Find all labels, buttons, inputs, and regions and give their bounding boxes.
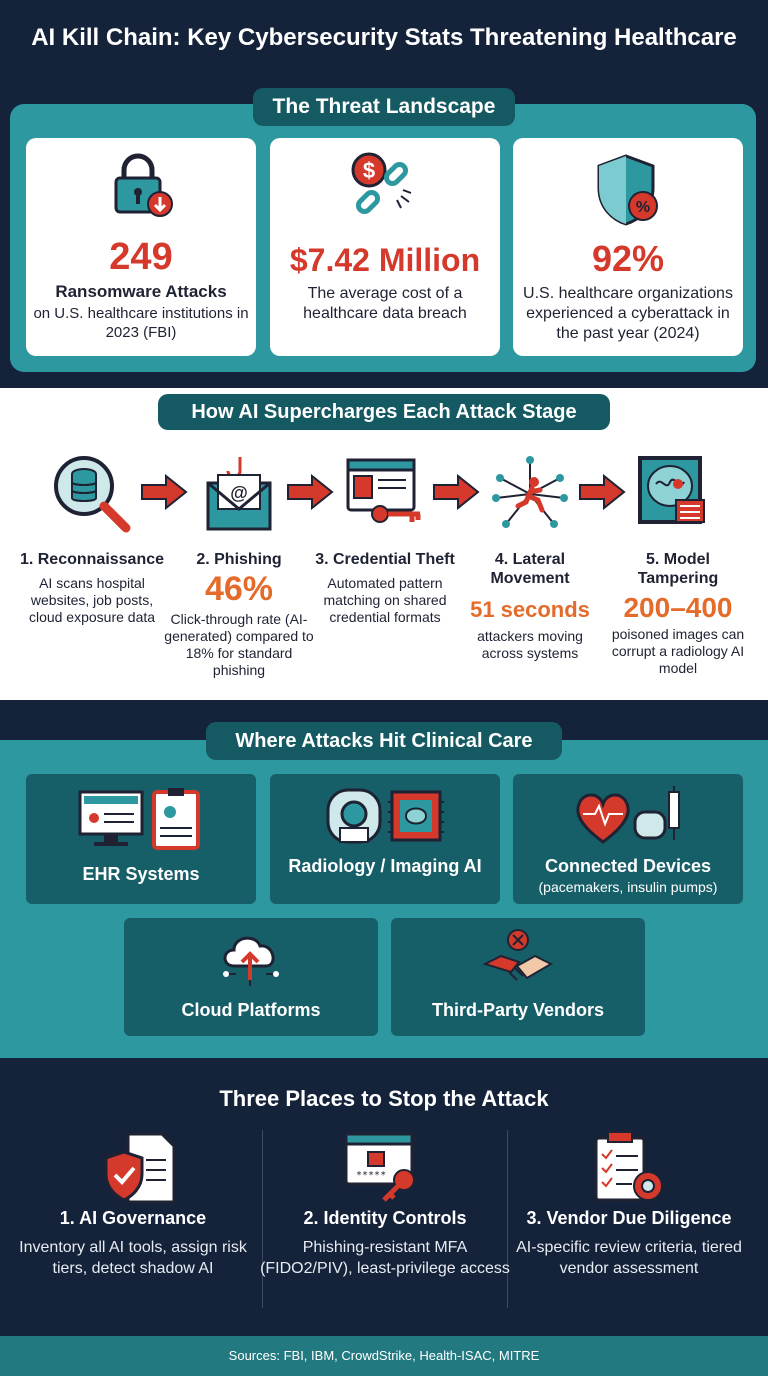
cloud-upload-icon — [223, 936, 279, 986]
stop-item-governance: 1. AI Governance Inventory all AI tools,… — [8, 1128, 258, 1279]
divider — [262, 1130, 263, 1308]
stat-card-attack-rate: % 92% U.S. healthcare organizations expe… — [513, 138, 743, 356]
stop-item-identity: 2. Identity Controls Phishing-resistant … — [260, 1128, 510, 1279]
stat-value: 92% — [591, 238, 665, 279]
stage-desc: Click-through rate (AI-generated) compar… — [164, 611, 314, 678]
stage-title: 3. Credential Theft — [315, 551, 455, 568]
stat-label: Ransomware Attacks — [55, 282, 227, 301]
clinical-label: Connected Devices — [544, 856, 712, 876]
magnifier-database-icon — [54, 456, 131, 533]
stat-value: 249 — [109, 236, 173, 278]
stage-desc: poisoned images can corrupt a radiology … — [611, 626, 745, 676]
stage-value: 46% — [204, 570, 274, 608]
clinical-card-devices: Connected Devices (pacemakers, insulin p… — [513, 774, 743, 904]
clinical-label: Third-Party Vendors — [431, 1000, 605, 1020]
clinical-care-heading: Where Attacks Hit Clinical Care — [206, 722, 562, 760]
brain-scan-icon — [638, 456, 705, 524]
stage-value: 51 seconds — [470, 597, 590, 622]
threat-landscape-heading: The Threat Landscape — [253, 88, 515, 126]
clinical-card-cloud: Cloud Platforms — [124, 918, 378, 1036]
sources-footer: Sources: FBI, IBM, CrowdStrike, Health-I… — [0, 1336, 768, 1376]
arrow-right-icon — [433, 474, 480, 510]
stat-card-ransomware: 249 Ransomware Attacks on U.S. healthcar… — [26, 138, 256, 356]
arrow-right-icon — [141, 474, 188, 510]
clinical-sub: (pacemakers, insulin pumps) — [538, 879, 718, 895]
lock-icon — [114, 153, 173, 217]
envelope-hook-icon: @ — [206, 457, 272, 531]
stage-credential-theft: 3. Credential Theft Automated pattern ma… — [310, 550, 460, 626]
svg-text:%: % — [636, 199, 650, 216]
header: AI Kill Chain: Key Cybersecurity Stats T… — [0, 0, 768, 84]
stop-title: 3. Vendor Due Diligence — [526, 1208, 732, 1228]
clinical-label: Cloud Platforms — [181, 1000, 321, 1020]
monitor-record-icon — [78, 788, 200, 850]
clinical-card-vendors: Third-Party Vendors — [391, 918, 645, 1036]
stop-desc: Phishing-resistant MFA (FIDO2/PIV), leas… — [260, 1239, 510, 1277]
stage-lateral-movement: 4. Lateral Movement 51 seconds attackers… — [455, 550, 605, 662]
svg-text:$: $ — [363, 158, 375, 183]
arrow-right-icon — [579, 474, 626, 510]
stage-title: 4. Lateral Movement — [490, 551, 570, 587]
id-card-key-icon — [346, 458, 421, 523]
broken-chain-icon: $ — [351, 152, 412, 215]
shield-percent-icon: % — [597, 154, 658, 226]
stage-desc: attackers moving across systems — [477, 628, 583, 661]
clinical-label: Radiology / Imaging AI — [288, 856, 482, 876]
clinical-card-ehr: EHR Systems — [26, 774, 256, 904]
stage-phishing: 2. Phishing 46% Click-through rate (AI-g… — [164, 550, 314, 679]
scanner-chip-icon — [326, 788, 444, 844]
stat-value: $7.42 Million — [289, 242, 481, 278]
running-network-icon — [492, 456, 568, 528]
checklist-gear-icon — [594, 1131, 663, 1202]
stage-title: 5. Model Tampering — [637, 551, 719, 587]
shield-document-icon — [104, 1132, 176, 1204]
svg-text:@: @ — [230, 483, 248, 503]
stage-reconnaissance: 1. Reconnaissance AI scans hospital webs… — [17, 550, 167, 626]
attack-stages-heading: How AI Supercharges Each Attack Stage — [158, 394, 610, 430]
svg-text:*****: ***** — [356, 1170, 386, 1181]
stage-model-tampering: 5. Model Tampering 200–400 poisoned imag… — [606, 550, 750, 677]
stat-card-breach-cost: $ $7.42 Million The average cost of a he… — [270, 138, 500, 356]
clinical-label: EHR Systems — [82, 864, 200, 884]
heart-pump-icon — [576, 786, 680, 844]
attack-stages-panel — [0, 388, 768, 700]
stage-title: 1. Reconnaissance — [19, 551, 165, 568]
stat-text: on U.S. healthcare institutions in 2023 … — [33, 305, 249, 341]
stage-desc: AI scans hospital websites, job posts, c… — [28, 575, 156, 625]
handshake-icon — [482, 929, 554, 981]
page-title: AI Kill Chain: Key Cybersecurity Stats T… — [31, 24, 737, 51]
login-key-icon: ***** — [344, 1132, 415, 1202]
stage-desc: Automated pattern matching on shared cre… — [323, 575, 447, 625]
stage-value: 200–400 — [623, 592, 733, 623]
clinical-card-radiology: Radiology / Imaging AI — [270, 774, 500, 904]
stop-title: 2. Identity Controls — [303, 1208, 467, 1228]
stop-desc: AI-specific review criteria, tiered vend… — [516, 1239, 742, 1277]
arrow-right-icon — [287, 474, 334, 510]
stop-title: 1. AI Governance — [59, 1208, 207, 1228]
divider — [507, 1130, 508, 1308]
stop-desc: Inventory all AI tools, assign risk tier… — [19, 1239, 247, 1277]
stat-text: The average cost of a healthcare data br… — [303, 285, 467, 322]
stop-item-vendor: 3. Vendor Due Diligence AI-specific revi… — [504, 1128, 754, 1279]
stat-text: U.S. healthcare organizations experience… — [523, 285, 733, 342]
stop-attack-heading: Three Places to Stop the Attack — [219, 1086, 549, 1111]
stage-title: 2. Phishing — [196, 551, 282, 568]
